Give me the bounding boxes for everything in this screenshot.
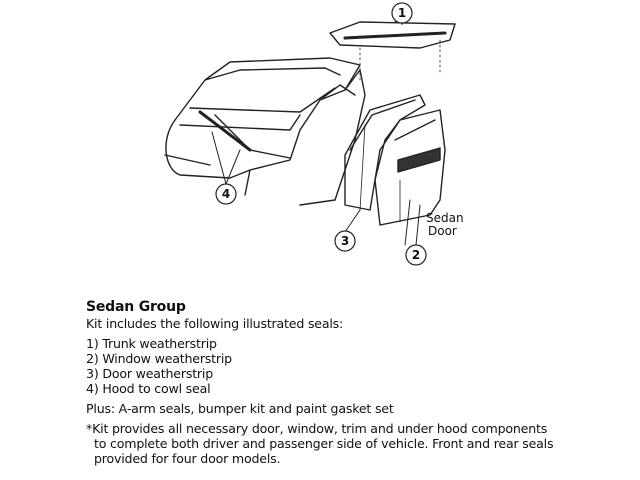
section-title: Sedan Group [86, 299, 186, 315]
callout-1 [391, 2, 413, 24]
note-line: to complete both driver and passenger si… [94, 436, 554, 451]
trunk-lid [329, 21, 456, 81]
sedan-door-label: Sedan Door [426, 212, 464, 238]
list-item: 1) Trunk weatherstrip [86, 336, 217, 351]
label-line: Sedan [426, 211, 464, 225]
label-line: Door [428, 224, 457, 238]
callout-2 [405, 244, 427, 266]
hood-seal [198, 110, 252, 152]
callout-3-label: 3 [341, 234, 349, 248]
door-panel [374, 109, 446, 226]
list-item: 4) Hood to cowl seal [86, 381, 211, 396]
car-body-outline [164, 57, 366, 206]
intro-text: Kit includes the following illustrated s… [86, 316, 344, 331]
door-frame [344, 94, 426, 211]
callout-1-label: 1 [398, 6, 406, 20]
list-item: 2) Window weatherstrip [86, 351, 232, 366]
note-line: *Kit provides all necessary door, window… [86, 421, 548, 436]
callout-2-label: 2 [412, 248, 420, 262]
list-item: 3) Door weatherstrip [86, 366, 213, 381]
callout-4 [215, 183, 237, 205]
callout-3 [334, 230, 356, 252]
plus-text: Plus: A-arm seals, bumper kit and paint … [86, 401, 394, 416]
callout-4-label: 4 [222, 187, 230, 201]
car-seal-diagram: 1 2 3 4 [164, 2, 456, 266]
note-line: provided for four door models. [94, 451, 281, 466]
